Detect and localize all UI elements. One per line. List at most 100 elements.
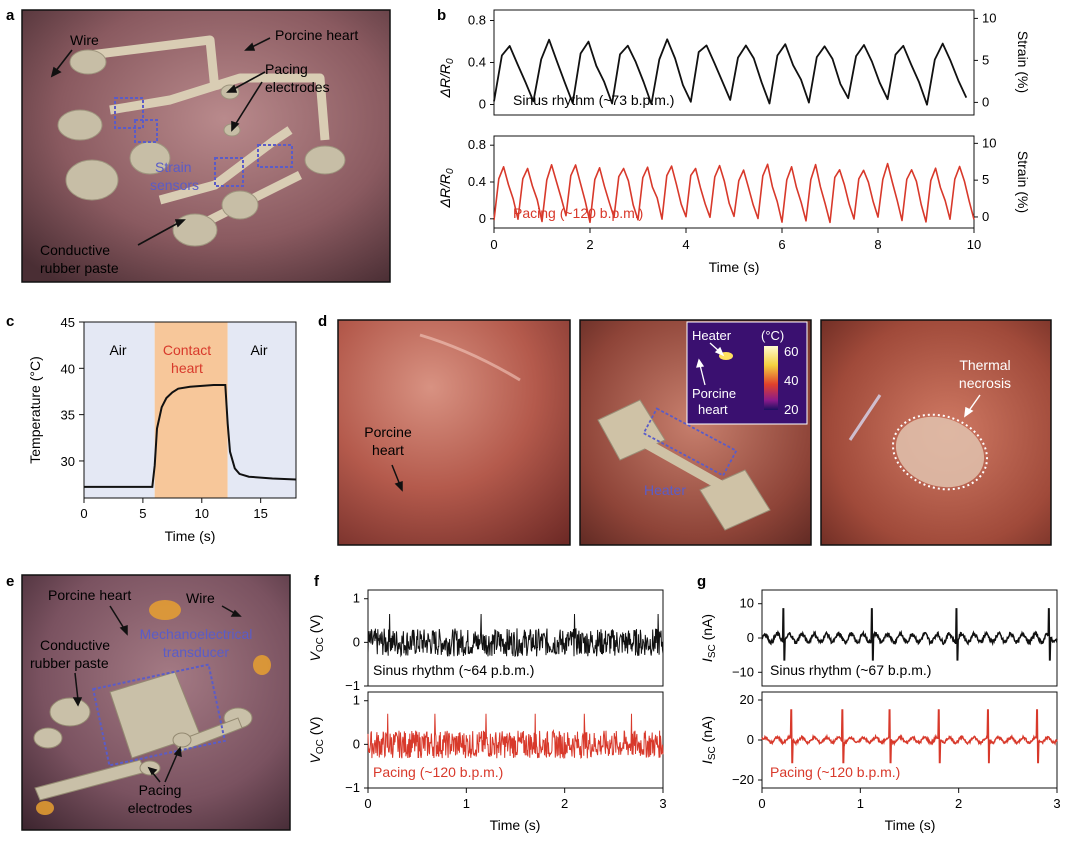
panel-b-ylabel-2: ΔR/R bbox=[437, 174, 453, 209]
svg-text:VOC (V): VOC (V) bbox=[307, 615, 326, 662]
panel-d-heart: heart bbox=[372, 442, 404, 458]
label-e-pacing: Pacing bbox=[139, 782, 182, 798]
panel-d-photo-left bbox=[337, 319, 571, 546]
panel-b-rtick-label: 5 bbox=[982, 52, 989, 67]
label-e-transducer: transducer bbox=[163, 644, 229, 660]
panel-e-arrows bbox=[72, 605, 242, 783]
panel-c-contact: Contact bbox=[163, 342, 211, 358]
panel-d-heater-outline bbox=[642, 407, 738, 477]
panel-b-rtick-label: 5 bbox=[982, 172, 989, 187]
panel-a-paste bbox=[57, 49, 346, 247]
panel-d-letter: d bbox=[318, 313, 327, 330]
panel-c-frame bbox=[83, 321, 297, 499]
svg-text:ΔR/R0: ΔR/R0 bbox=[437, 58, 456, 99]
label-e-rubber-paste: rubber paste bbox=[30, 655, 109, 671]
panel-f-xtick-label: 2 bbox=[561, 796, 568, 811]
panel-b-xtick-label: 10 bbox=[967, 237, 981, 252]
panel-c-letter: c bbox=[6, 313, 14, 330]
panel-f-bottom-trace bbox=[367, 713, 664, 760]
panel-b-xtick-label: 0 bbox=[490, 237, 497, 252]
panel-b-rtick-label: 0 bbox=[982, 94, 989, 109]
panel-c-region-air-right bbox=[227, 322, 296, 498]
panel-g-xlabel: Time (s) bbox=[885, 817, 936, 833]
svg-text:VOC (V): VOC (V) bbox=[307, 717, 326, 764]
panel-a: a bbox=[6, 7, 391, 283]
panel-g-ytick-label: −20 bbox=[732, 772, 754, 787]
panel-f-bottom-caption: Pacing (~120 b.p.m.) bbox=[373, 764, 503, 780]
panel-f-ylabel-v-2: V bbox=[307, 752, 323, 763]
label-sensors: sensors bbox=[150, 177, 199, 193]
panel-f-xtick-label: 0 bbox=[364, 796, 371, 811]
panel-g-xtick-label: 3 bbox=[1053, 796, 1060, 811]
panel-d-arrow-left bbox=[391, 464, 403, 492]
panel-g-ytick-label: 20 bbox=[740, 692, 754, 707]
panel-d-heater: Heater bbox=[644, 482, 686, 498]
panel-b-rtick-label: 10 bbox=[982, 135, 996, 150]
panel-g-top-caption: Sinus rhythm (~67 b.p.m.) bbox=[770, 662, 931, 678]
panel-c-region-contact bbox=[154, 322, 228, 498]
panel-g-letter: g bbox=[697, 573, 706, 590]
panel-g-ytick-label: 10 bbox=[740, 596, 754, 611]
panel-d: d Porcine heart Heater Heater (°C) 60 40… bbox=[318, 313, 1052, 546]
panel-d-necrosis-arrow bbox=[964, 394, 981, 418]
label-e-electrodes: electrodes bbox=[128, 800, 193, 816]
panel-f-ylabel-sub-2: OC bbox=[315, 739, 326, 754]
panel-b-top-caption: Sinus rhythm (~73 b.p.m.) bbox=[513, 92, 674, 108]
panel-b-ylabel-top: ΔR/R0 bbox=[437, 58, 456, 99]
label-wire: Wire bbox=[70, 32, 99, 48]
panel-b-ytick-label: 0.8 bbox=[468, 13, 486, 28]
panel-d-inset-heart: heart bbox=[698, 402, 728, 417]
panel-f-ytick-label: 0 bbox=[353, 634, 360, 649]
panel-f-caption-bg-top bbox=[370, 660, 618, 680]
panel-g-top-trace bbox=[761, 608, 1058, 661]
panel-f-xlabel: Time (s) bbox=[490, 817, 541, 833]
panel-f-ylabel-sub: OC bbox=[315, 637, 326, 652]
panel-b-ylabel-right-bottom: Strain (%) bbox=[1015, 151, 1031, 213]
panel-g-ylabel-i-2: I bbox=[699, 760, 715, 764]
panel-f-ytick-label: 1 bbox=[353, 591, 360, 606]
panel-g-bottom-trace bbox=[761, 709, 1058, 764]
panel-d-thermal-inset bbox=[686, 321, 808, 425]
label-rubber-paste: rubber paste bbox=[40, 260, 119, 276]
panel-g-ylabel-bottom: ISC (nA) bbox=[699, 716, 718, 764]
panel-b-xtick-label: 8 bbox=[874, 237, 881, 252]
panel-f-top-trace bbox=[367, 613, 664, 658]
panel-d-inset-arrows bbox=[696, 342, 725, 386]
panel-e-device bbox=[33, 671, 253, 801]
panel-b-ytick-label: 0 bbox=[479, 211, 486, 226]
panel-d-porcine: Porcine bbox=[364, 424, 412, 440]
panel-f-xtick-label: 3 bbox=[659, 796, 666, 811]
panel-d-inset-tick-40: 40 bbox=[784, 373, 798, 388]
panel-e: e Porcine heart Wire Mechanoelectrical t… bbox=[6, 573, 291, 831]
panel-g-ylabel-sub-2: SC bbox=[707, 746, 718, 760]
panel-c-trace bbox=[84, 384, 297, 488]
panel-f-letter: f bbox=[314, 573, 320, 590]
panel-f-xtick-label: 1 bbox=[463, 796, 470, 811]
panel-f-ylabel-top: VOC (V) bbox=[307, 615, 326, 662]
panel-g-ytick-label: −10 bbox=[732, 664, 754, 679]
panel-f-ytick-label: −1 bbox=[345, 780, 360, 795]
panel-a-letter: a bbox=[6, 7, 15, 24]
svg-text:ISC (nA): ISC (nA) bbox=[699, 614, 718, 662]
panel-f-ylabel-unit: (V) bbox=[307, 615, 323, 638]
panel-c-heart: heart bbox=[171, 360, 203, 376]
panel-d-heater-device bbox=[597, 399, 771, 531]
panel-b-bottom-trace bbox=[493, 162, 975, 224]
label-e-porcine-heart: Porcine heart bbox=[48, 587, 131, 603]
label-conductive: Conductive bbox=[40, 242, 110, 258]
panel-d-thermal: Thermal bbox=[959, 357, 1010, 373]
panel-a-sensor-outlines bbox=[114, 97, 293, 187]
panel-a-labels: Wire Porcine heart Pacing electrodes Str… bbox=[40, 27, 358, 276]
panel-b-xtick-label: 4 bbox=[682, 237, 689, 252]
panel-e-labels: Porcine heart Wire Mechanoelectrical tra… bbox=[30, 587, 252, 816]
panel-d-streak bbox=[848, 394, 882, 441]
panel-b-xtick-label: 2 bbox=[586, 237, 593, 252]
panel-b-ytick-label: 0 bbox=[479, 97, 486, 112]
